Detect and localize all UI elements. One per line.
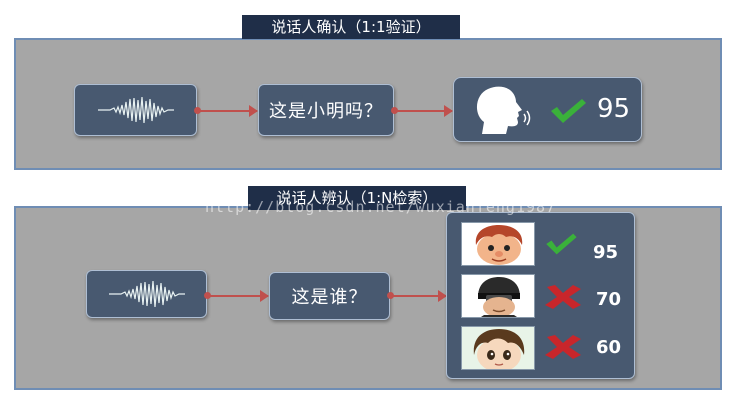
arrow-wave-to-question: [194, 105, 258, 117]
check-icon: [551, 99, 586, 123]
verification-title: 说话人确认（1:1验证）: [242, 15, 460, 39]
arrow-wave-to-question-2: [204, 290, 269, 302]
verification-score: 95: [597, 94, 631, 124]
waveform-icon: [97, 96, 174, 124]
candidate-3-score: 60: [596, 337, 622, 358]
watermark: http://blog.csdn.net/wuxianfeng1987: [205, 198, 557, 216]
candidate-face-boy: [461, 222, 535, 266]
cross-icon: [545, 335, 581, 359]
speaking-head-icon: [476, 86, 531, 134]
question-box: 这是小明吗？: [258, 84, 394, 136]
question-text: 这是小明吗？: [269, 101, 383, 122]
candidate-2-score: 70: [596, 289, 622, 310]
voice-waveform-box: [74, 84, 197, 136]
candidate-face-soldier: [461, 274, 535, 318]
candidate-face-girl: [461, 326, 535, 370]
arrow-question-to-result: [391, 105, 453, 117]
arrow-question-to-candidates: [387, 290, 447, 302]
candidates-box: 95 70 60: [446, 212, 635, 379]
candidate-1-score: 95: [593, 242, 619, 263]
voice-waveform-box-2: [86, 270, 207, 318]
question-text-2: 这是谁？: [291, 287, 368, 308]
cartoon-boy-icon: [462, 223, 534, 265]
cartoon-soldier-icon: [462, 275, 534, 317]
cross-icon: [545, 285, 581, 309]
waveform-icon: [108, 280, 185, 308]
cartoon-girl-icon: [462, 327, 534, 369]
identification-title: 说话人辨认（1:N检索）: [248, 186, 466, 210]
verification-result-box: 95: [453, 77, 642, 142]
question-box-2: 这是谁？: [269, 272, 390, 320]
check-icon: [546, 233, 577, 255]
